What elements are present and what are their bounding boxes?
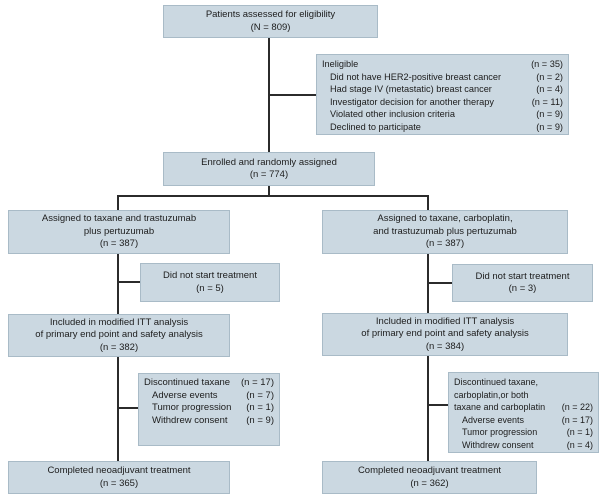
not-started-right-box: Did not start treatment (n = 3) xyxy=(452,264,593,302)
reason-label: Adverse events xyxy=(462,414,525,425)
not-started-right-count: (n = 3) xyxy=(508,283,537,294)
reason-count: (n = 7) xyxy=(246,389,274,401)
reason-label: Violated other inclusion criteria xyxy=(330,109,455,119)
ineligible-row: Did not have HER2-positive breast cancer… xyxy=(322,71,563,84)
reason-label: Withdrew consent xyxy=(462,439,534,450)
reason-label: Ineligible xyxy=(322,59,359,69)
discontinued-row: Discontinued taxane (n = 17) xyxy=(144,377,274,390)
reason-label: Withdrew consent xyxy=(152,414,228,426)
not-started-right-label: Did not start treatment xyxy=(475,270,570,282)
eligibility-box: Patients assessed for eligibility (N = 8… xyxy=(163,5,378,38)
reason-label: Had stage IV (metastatic) breast cancer xyxy=(330,84,492,94)
discontinued-row: Tumor progression (n = 1) xyxy=(454,426,593,439)
reason-count: (n = 9) xyxy=(536,121,563,132)
completed-left-label: Completed neoadjuvant treatment xyxy=(47,465,191,476)
itt-left-line1: Included in modified ITT analysis xyxy=(49,316,189,328)
reason-count: (n = 4) xyxy=(566,439,593,450)
ineligible-row: Violated other inclusion criteria (n = 9… xyxy=(322,108,563,121)
enrolled-label: Enrolled and randomly assigned xyxy=(201,156,337,168)
not-started-left-box: Did not start treatment (n = 5) xyxy=(140,263,280,302)
discontinued-row: Adverse events (n = 7) xyxy=(144,390,274,403)
itt-left-count: (n = 382) xyxy=(99,341,139,353)
reason-count: (n = 4) xyxy=(536,84,563,94)
reason-label: Tumor progression xyxy=(152,402,232,413)
reason-count: (n = 2) xyxy=(536,71,563,82)
reason-count: (n = 9) xyxy=(246,414,274,426)
discontinued-row: Tumor progression (n = 1) xyxy=(144,402,274,415)
not-started-left-count: (n = 5) xyxy=(196,282,224,294)
itt-right-count: (n = 384) xyxy=(425,340,465,352)
discontinued-right-box: Discontinued taxane, carboplatin,or both… xyxy=(448,372,599,453)
discontinued-row: taxane and carboplatin (n = 22) xyxy=(454,401,593,414)
discontinued-row: Withdrew consent (n = 9) xyxy=(144,415,274,428)
enrolled-box: Enrolled and randomly assigned (n = 774) xyxy=(163,152,375,186)
assigned-right-line1: Assigned to taxane, carboplatin, xyxy=(377,213,513,225)
discontinued-row: Withdrew consent (n = 4) xyxy=(454,439,593,452)
reason-label: Tumor progression xyxy=(462,427,538,437)
discontinued-left-box: Discontinued taxane (n = 17) Adverse eve… xyxy=(138,373,280,446)
reason-count: (n = 1) xyxy=(246,402,274,413)
ineligible-row: Ineligible (n = 35) xyxy=(322,58,563,71)
reason-count: (n = 1) xyxy=(566,427,593,437)
itt-left-line2: of primary end point and safety analysis xyxy=(35,329,203,341)
discontinued-row: Discontinued taxane, xyxy=(454,376,593,389)
ineligible-box: Ineligible (n = 35) Did not have HER2-po… xyxy=(316,54,569,135)
assigned-left-box: Assigned to taxane and trastuzumab plus … xyxy=(8,210,230,254)
reason-count: (n = 9) xyxy=(536,109,563,119)
completed-right-box: Completed neoadjuvant treatment (n = 362… xyxy=(322,461,537,494)
reason-label: Declined to participate xyxy=(330,121,421,132)
completed-left-count: (n = 365) xyxy=(99,477,139,489)
itt-right-box: Included in modified ITT analysis of pri… xyxy=(322,313,568,356)
discontinued-row: carboplatin,or both xyxy=(454,389,593,402)
ineligible-row: Investigator decision for another therap… xyxy=(322,96,563,109)
assigned-left-line2: plus pertuzumab xyxy=(83,225,155,237)
enrolled-count: (n = 774) xyxy=(249,169,289,180)
reason-label: Discontinued taxane, xyxy=(454,377,539,387)
itt-right-line1: Included in modified ITT analysis xyxy=(375,315,515,327)
not-started-left-label: Did not start treatment xyxy=(163,270,257,281)
eligibility-count: (N = 809) xyxy=(250,21,291,33)
ineligible-row: Had stage IV (metastatic) breast cancer … xyxy=(322,83,563,96)
assigned-right-line2: and trastuzumab plus pertuzumab xyxy=(373,225,517,237)
assigned-left-line1: Assigned to taxane and trastuzumab xyxy=(41,213,197,225)
completed-right-label: Completed neoadjuvant treatment xyxy=(357,465,502,476)
discontinued-row: Adverse events (n = 17) xyxy=(454,414,593,427)
reason-label: taxane and carboplatin xyxy=(454,402,546,412)
assigned-right-count: (n = 387) xyxy=(425,238,465,250)
reason-label: Did not have HER2-positive breast cancer xyxy=(330,71,502,82)
reason-count: (n = 11) xyxy=(531,96,563,107)
itt-right-line2: of primary end point and safety analysis xyxy=(361,328,529,340)
itt-left-box: Included in modified ITT analysis of pri… xyxy=(8,314,230,357)
reason-label: carboplatin,or both xyxy=(454,389,529,400)
eligibility-label: Patients assessed for eligibility xyxy=(205,9,336,20)
assigned-right-box: Assigned to taxane, carboplatin, and tra… xyxy=(322,210,568,254)
reason-count: (n = 17) xyxy=(561,414,593,425)
reason-label: Discontinued taxane xyxy=(144,377,231,388)
reason-label: Investigator decision for another therap… xyxy=(330,96,494,107)
completed-left-box: Completed neoadjuvant treatment (n = 365… xyxy=(8,461,230,494)
assigned-left-count: (n = 387) xyxy=(99,238,139,250)
reason-count: (n = 22) xyxy=(561,402,593,412)
reason-count: (n = 35) xyxy=(531,59,563,69)
reason-label: Adverse events xyxy=(152,389,218,401)
completed-right-count: (n = 362) xyxy=(410,477,449,489)
reason-count: (n = 17) xyxy=(240,377,274,388)
ineligible-row: Declined to participate (n = 9) xyxy=(322,121,563,134)
